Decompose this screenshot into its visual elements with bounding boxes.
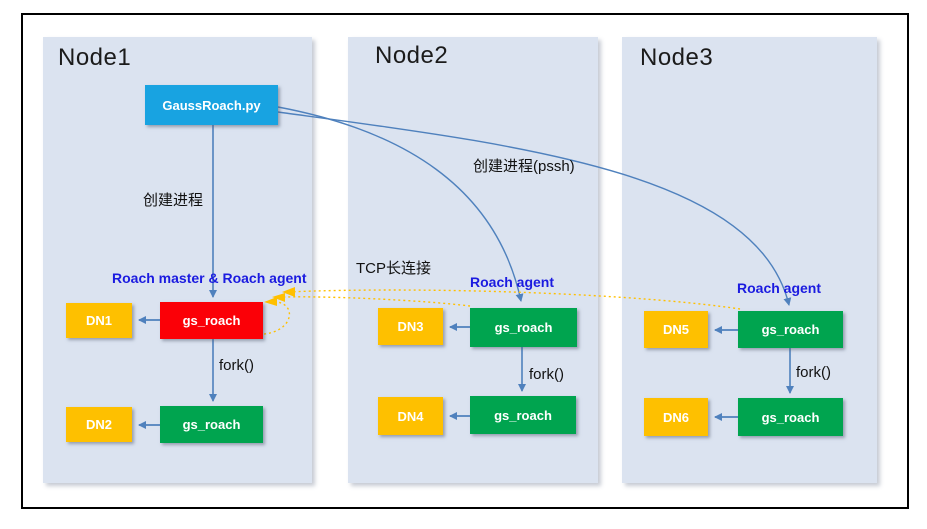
node1-create-process-label: 创建进程	[143, 192, 204, 209]
node2-gsroach-agent-box: gs_roach	[470, 308, 577, 347]
node2-gsroach-child-box: gs_roach	[470, 396, 576, 434]
gaussroach-script-box: GaussRoach.py	[145, 85, 278, 125]
node1-gsroach-child-box: gs_roach	[160, 406, 263, 443]
node3-gsroach-child-box: gs_roach	[738, 398, 843, 436]
node2-dn4-box: DN4	[378, 397, 443, 435]
node2-title: Node2	[375, 42, 449, 69]
node2-fork-label: fork()	[529, 366, 564, 383]
node3-dn5-box: DN5	[644, 311, 708, 348]
node2-role-label: Roach agent	[470, 274, 555, 290]
node3-role-label: Roach agent	[737, 280, 822, 296]
node1-role-label: Roach master & Roach agent	[112, 270, 307, 286]
node3-title: Node3	[640, 44, 714, 71]
node3-dn6-box: DN6	[644, 398, 708, 436]
node1-fork-label: fork()	[219, 357, 254, 374]
node1-title: Node1	[58, 44, 132, 71]
tcp-long-connection-label: TCP长连接	[356, 260, 432, 277]
node1-gsroach-master-box: gs_roach	[160, 302, 263, 339]
node3-fork-label: fork()	[796, 364, 831, 381]
node2-dn3-box: DN3	[378, 308, 443, 345]
node3-gsroach-agent-box: gs_roach	[738, 311, 843, 348]
create-process-pssh-label: 创建进程(pssh)	[473, 158, 575, 175]
node1-dn1-box: DN1	[66, 303, 132, 338]
node1-dn2-box: DN2	[66, 407, 132, 442]
outer-border	[21, 13, 909, 509]
